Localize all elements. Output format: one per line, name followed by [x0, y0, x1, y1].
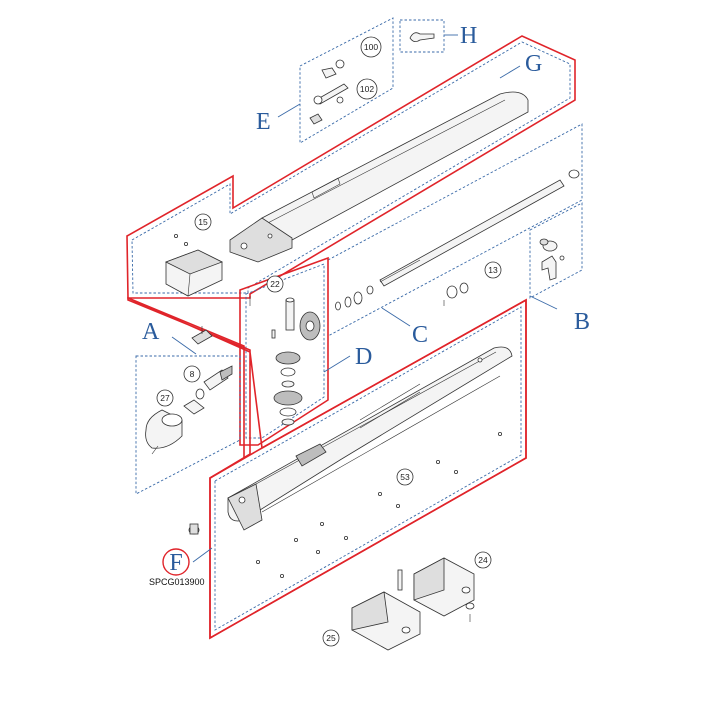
part-number-8: 8: [190, 369, 195, 379]
group-letter-b: B: [574, 309, 590, 335]
group-a-outline: [135, 355, 241, 495]
rear-bracket-part: [397, 557, 475, 622]
part-number-53: 53: [400, 472, 410, 482]
group-e-outline: [299, 17, 394, 144]
front-bracket-part: [351, 591, 421, 651]
part-number-13: 13: [488, 265, 498, 275]
group-h-outline: [399, 19, 445, 53]
group-letter-a: A: [142, 319, 160, 345]
body-screws: [255, 431, 502, 579]
part-number-15: 15: [198, 217, 208, 227]
gear-parts-d: [249, 296, 321, 426]
bracket-parts-e: [309, 59, 349, 125]
group-letter-h: H: [460, 23, 477, 49]
group-b-outline: [529, 202, 583, 299]
part-number-100: 100: [364, 42, 378, 52]
callout-27: 27: [156, 389, 174, 407]
part-number-102: 102: [360, 84, 374, 94]
group-letter-f: F: [169, 550, 182, 576]
callout-22: 22: [266, 275, 284, 293]
part-number-22: 22: [270, 279, 280, 289]
callout-15: 15: [194, 213, 212, 231]
group-f-highlight-circle: [162, 548, 190, 576]
part-number-27: 27: [160, 393, 170, 403]
worm-screw-part: [335, 169, 580, 311]
control-box-part: [165, 233, 223, 297]
callout-102: 102: [356, 78, 378, 100]
connector-outline: [127, 297, 245, 479]
group-f-outline: [127, 296, 527, 640]
release-key-part: [409, 32, 435, 42]
callout-53: 53: [396, 468, 414, 486]
callout-24: 24: [474, 551, 492, 569]
callout-8: 8: [183, 365, 201, 383]
drawing-code: SPCG013900: [149, 577, 205, 587]
stop-parts-b: [539, 238, 565, 281]
group-letter-g: G: [525, 51, 542, 77]
part-number-24: 24: [478, 555, 488, 565]
group-c-outline: [327, 123, 583, 337]
group-letter-d: D: [355, 344, 372, 370]
body-part-f: [188, 346, 513, 535]
callout-100: 100: [360, 36, 382, 58]
group-letter-e: E: [256, 109, 271, 135]
motor-parts-a: [145, 326, 233, 455]
group-d-outline: [239, 256, 329, 446]
leader-lines: [171, 34, 558, 563]
cover-part: [229, 91, 529, 263]
part-number-25: 25: [326, 633, 336, 643]
callout-13: 13: [484, 261, 502, 279]
callout-25: 25: [322, 629, 340, 647]
group-letter-c: C: [412, 322, 428, 348]
